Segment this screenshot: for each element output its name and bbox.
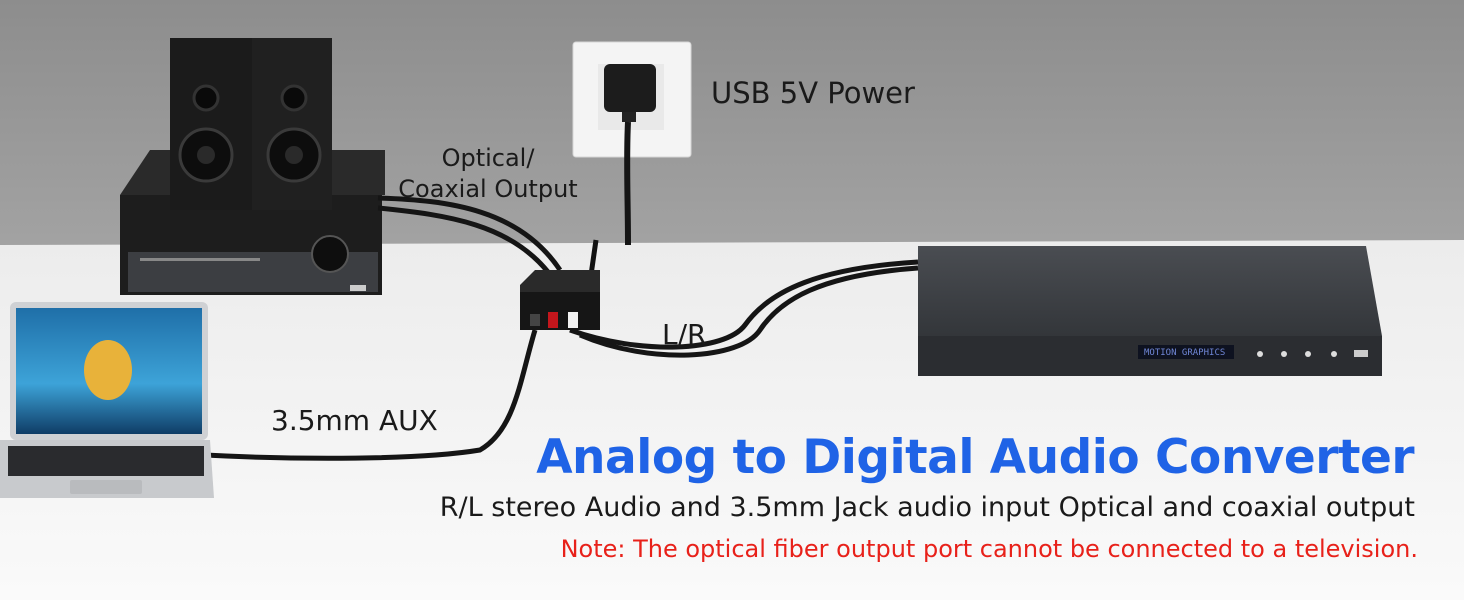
usb-power-label: USB 5V Power [711, 76, 915, 110]
wall-outlet [572, 41, 692, 158]
optical-label-line2: Coaxial Output [398, 175, 578, 203]
coaxial-cable [377, 205, 550, 274]
optical-label-line1: Optical/ [441, 144, 535, 172]
lr-cable-left [579, 265, 919, 358]
laptop [0, 302, 214, 498]
aux-cable [204, 329, 538, 461]
speaker-right [252, 38, 332, 210]
lr-cable-right [569, 259, 919, 350]
player-display-text: MOTION GRAPHICS [1144, 348, 1225, 358]
usb-power-cable [624, 121, 631, 246]
speaker-left [170, 38, 252, 210]
optical-cable [377, 195, 563, 272]
optical-output-label: Optical/ Coaxial Output [398, 143, 578, 205]
aux-label: 3.5mm AUX [271, 404, 438, 437]
lr-label: L/R [662, 318, 707, 351]
media-player: MOTION GRAPHICS [918, 246, 1382, 376]
product-subtitle: R/L stereo Audio and 3.5mm Jack audio in… [439, 492, 1415, 523]
warning-note: Note: The optical fiber output port cann… [560, 535, 1418, 563]
converter-box [520, 239, 600, 330]
product-title: Analog to Digital Audio Converter [536, 430, 1414, 485]
